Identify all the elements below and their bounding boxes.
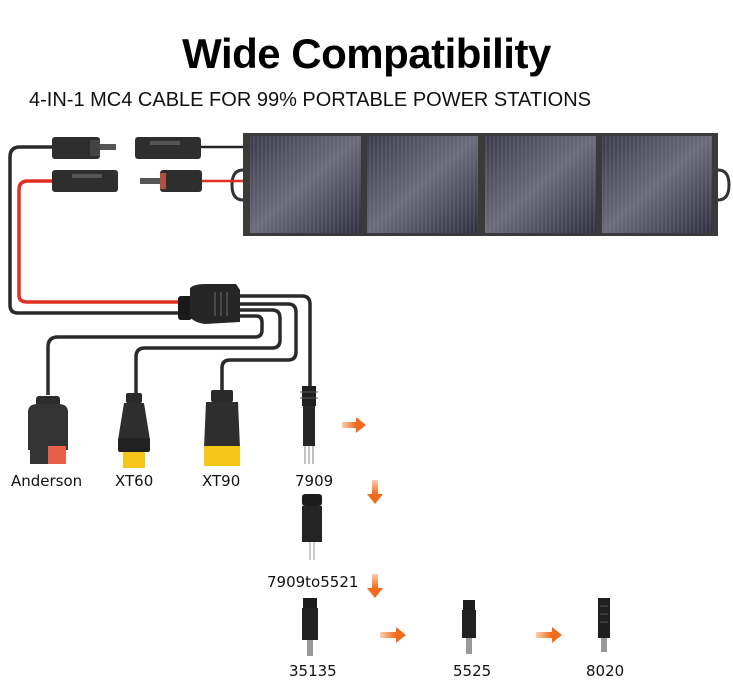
- connector-label-8020: 8020: [586, 662, 625, 680]
- mc4-connector-male: [52, 137, 116, 159]
- connector-label-5525: 5525: [453, 662, 492, 680]
- arrow-right-icon: [380, 627, 406, 643]
- solar-cell: [367, 136, 478, 233]
- connector-label-7909: 7909: [295, 472, 334, 490]
- arrow-right-icon: [342, 417, 366, 433]
- dc5525-adapter-icon: [462, 600, 476, 654]
- mc4-connector-male: [140, 170, 202, 192]
- cable-splitter-hub: [178, 284, 240, 324]
- solar-cell: [250, 136, 361, 233]
- solar-cell: [602, 136, 712, 233]
- page-title: Wide Compatibility: [182, 30, 551, 77]
- connector-label-xt90: XT90: [202, 472, 241, 490]
- connector-label-7909to5521: 7909to5521: [267, 573, 359, 591]
- arrow-down-icon: [367, 480, 383, 504]
- arrow-down-icon: [367, 574, 383, 598]
- solar-cell: [485, 136, 596, 233]
- dc7909-to-5521-adapter-icon: [302, 494, 322, 560]
- dc35135-adapter-icon: [302, 598, 318, 656]
- mc4-connector-female: [52, 170, 118, 192]
- dc7909-connector-icon: [300, 386, 318, 464]
- xt90-connector-icon: [204, 390, 240, 466]
- mc4-connector-female: [135, 137, 201, 159]
- dc8020-adapter-icon: [598, 598, 610, 652]
- solar-panel: [230, 133, 731, 236]
- anderson-connector-icon: [28, 396, 68, 464]
- arrow-right-icon: [536, 627, 562, 643]
- connector-label-35135: 35135: [289, 662, 337, 680]
- xt60-connector-icon: [118, 393, 150, 468]
- connector-label-anderson: Anderson: [11, 472, 83, 490]
- page-subtitle: 4-IN-1 MC4 CABLE FOR 99% PORTABLE POWER …: [29, 89, 591, 111]
- connector-label-xt60: XT60: [115, 472, 154, 490]
